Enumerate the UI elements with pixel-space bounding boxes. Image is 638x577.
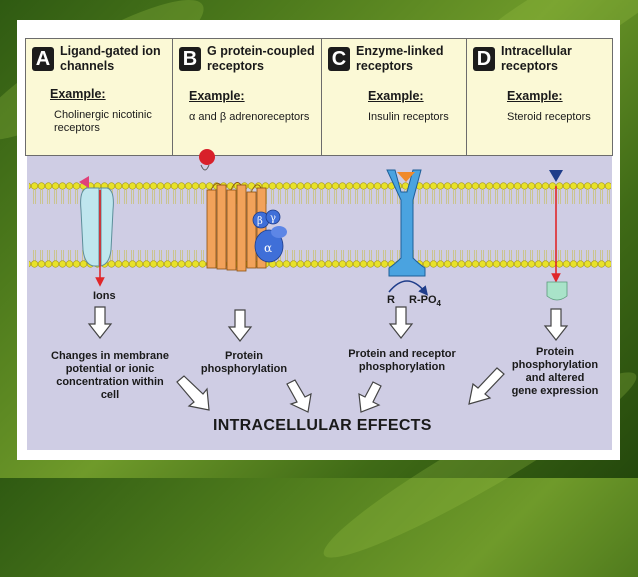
panel-d-title: Intracellular receptors — [501, 44, 572, 73]
down-arrow-a — [87, 306, 113, 339]
gamma-label: γ — [270, 213, 276, 224]
down-arrow-c — [388, 306, 414, 339]
r-label: R — [387, 294, 395, 306]
panel-d: D Intracellular receptors Example: Stero… — [466, 38, 613, 156]
converge-arrow-b — [286, 379, 312, 413]
panel-d-example-heading: Example: — [507, 89, 563, 103]
beta-label: β — [257, 216, 263, 227]
panel-a: A Ligand-gated ion channels Example: Cho… — [25, 38, 173, 156]
gpcr-icon — [199, 149, 287, 272]
effect-b-label: Protein phosphorylation — [200, 350, 288, 375]
intracellular-receptor-icon — [546, 170, 568, 301]
membrane-bilayer — [29, 180, 611, 272]
panel-a-badge: A — [32, 47, 54, 71]
converge-arrow-a — [176, 375, 210, 411]
panel-c: C Enzyme-linked receptors Example: Insul… — [321, 38, 467, 156]
effect-c-label: Protein and receptor phosphorylation — [348, 348, 456, 373]
down-arrow-d — [543, 308, 569, 341]
panel-a-title: Ligand-gated ion channels — [60, 44, 161, 73]
panel-d-example-text: Steroid receptors — [507, 111, 591, 123]
panel-c-title: Enzyme-linked receptors — [356, 44, 444, 73]
effect-d-label: Protein phosphorylation and altered gene… — [511, 346, 599, 397]
ion-channel-icon — [79, 176, 114, 287]
panel-b: B G protein-coupled receptors Example: α… — [172, 38, 322, 156]
receptor-types-diagram: A Ligand-gated ion channels Example: Cho… — [17, 20, 620, 460]
slide-frame: A Ligand-gated ion channels Example: Cho… — [17, 20, 620, 460]
r-po4-label: R-PO4 — [409, 294, 441, 309]
panel-d-badge: D — [473, 47, 495, 71]
panel-b-title: G protein-coupled receptors — [207, 44, 315, 73]
panel-c-badge: C — [328, 47, 350, 71]
panel-b-badge: B — [179, 47, 201, 71]
panel-a-example-heading: Example: — [50, 87, 106, 101]
converge-arrow-d — [468, 367, 505, 405]
effect-a-label: Changes in membrane potential or ionic c… — [51, 350, 169, 401]
panel-c-example-heading: Example: — [368, 89, 424, 103]
ions-label: Ions — [93, 290, 116, 302]
panel-c-example-text: Insulin receptors — [368, 111, 449, 123]
membrane-illustration: β γ α — [29, 149, 611, 413]
alpha-label: α — [264, 241, 272, 255]
down-arrow-b — [227, 309, 253, 342]
panel-a-example-text: Cholinergic nicotinic receptors — [54, 109, 152, 134]
panel-b-example-heading: Example: — [189, 89, 245, 103]
converge-arrow-c — [358, 381, 382, 413]
intracellular-effects-label: INTRACELLULAR EFFECTS — [213, 417, 432, 434]
panel-b-example-text: α and β adrenoreceptors — [189, 111, 310, 123]
enzyme-receptor-icon — [386, 169, 429, 296]
